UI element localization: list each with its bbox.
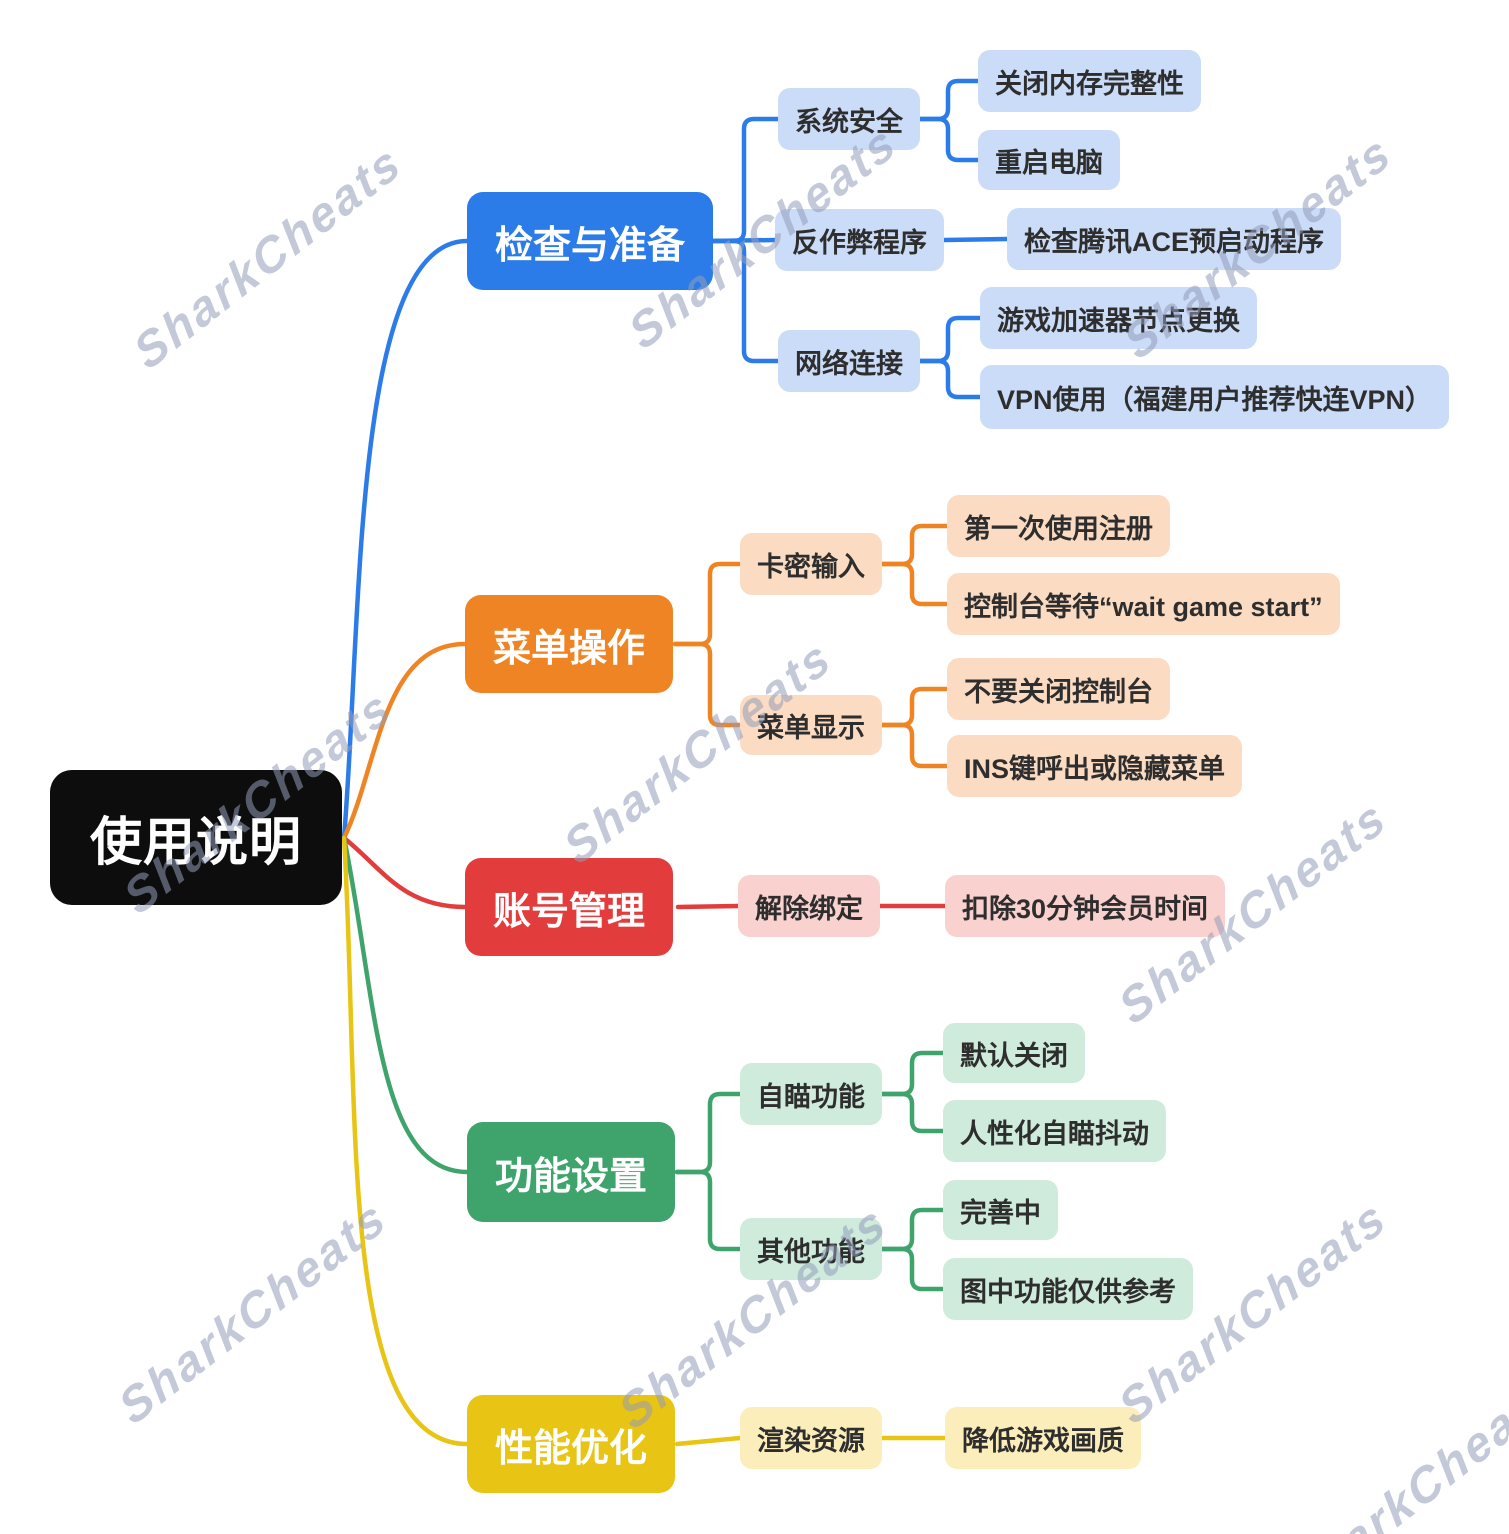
leaf-in-progress[interactable]: 完善中 xyxy=(943,1180,1058,1240)
node-function-settings[interactable]: 功能设置 xyxy=(467,1122,676,1222)
leaf-default-off[interactable]: 默认关闭 xyxy=(943,1023,1085,1083)
node-menu-operation[interactable]: 菜单操作 xyxy=(465,595,674,693)
leaf-deduct-30min-membership[interactable]: 扣除30分钟会员时间 xyxy=(945,875,1226,937)
node-card-key-input[interactable]: 卡密输入 xyxy=(740,533,882,595)
node-check-prepare[interactable]: 检查与准备 xyxy=(467,192,714,290)
leaf-check-tencent-ace[interactable]: 检查腾讯ACE预启动程序 xyxy=(1007,208,1342,270)
node-unbind[interactable]: 解除绑定 xyxy=(738,875,880,937)
leaf-humanized-aim-jitter[interactable]: 人性化自瞄抖动 xyxy=(943,1100,1166,1162)
root-node[interactable]: 使用说明 xyxy=(50,770,343,905)
leaf-first-time-register[interactable]: 第一次使用注册 xyxy=(947,495,1170,557)
node-aimbot-function[interactable]: 自瞄功能 xyxy=(740,1063,882,1125)
leaf-game-booster-node-change[interactable]: 游戏加速器节点更换 xyxy=(980,287,1257,349)
node-other-functions[interactable]: 其他功能 xyxy=(740,1218,882,1280)
node-performance-optimization[interactable]: 性能优化 xyxy=(467,1395,676,1493)
leaf-close-memory-integrity[interactable]: 关闭内存完整性 xyxy=(978,50,1201,112)
leaf-dont-close-console[interactable]: 不要关闭控制台 xyxy=(947,658,1170,720)
leaf-lower-game-quality[interactable]: 降低游戏画质 xyxy=(945,1407,1141,1469)
node-menu-display[interactable]: 菜单显示 xyxy=(740,695,882,755)
node-network-connection[interactable]: 网络连接 xyxy=(778,330,920,392)
leaf-functions-reference-only[interactable]: 图中功能仅供参考 xyxy=(943,1258,1193,1320)
leaf-ins-key-toggle-menu[interactable]: INS键呼出或隐藏菜单 xyxy=(947,735,1243,797)
leaf-vpn-usage[interactable]: VPN使用（福建用户推荐快连VPN） xyxy=(980,365,1450,429)
leaf-console-wait-game-start[interactable]: 控制台等待“wait game start” xyxy=(947,573,1340,635)
node-anticheat-program[interactable]: 反作弊程序 xyxy=(775,209,944,271)
node-system-security[interactable]: 系统安全 xyxy=(778,88,920,150)
leaf-restart-pc[interactable]: 重启电脑 xyxy=(978,130,1120,190)
node-account-management[interactable]: 账号管理 xyxy=(465,858,674,956)
node-render-resources[interactable]: 渲染资源 xyxy=(740,1407,882,1469)
